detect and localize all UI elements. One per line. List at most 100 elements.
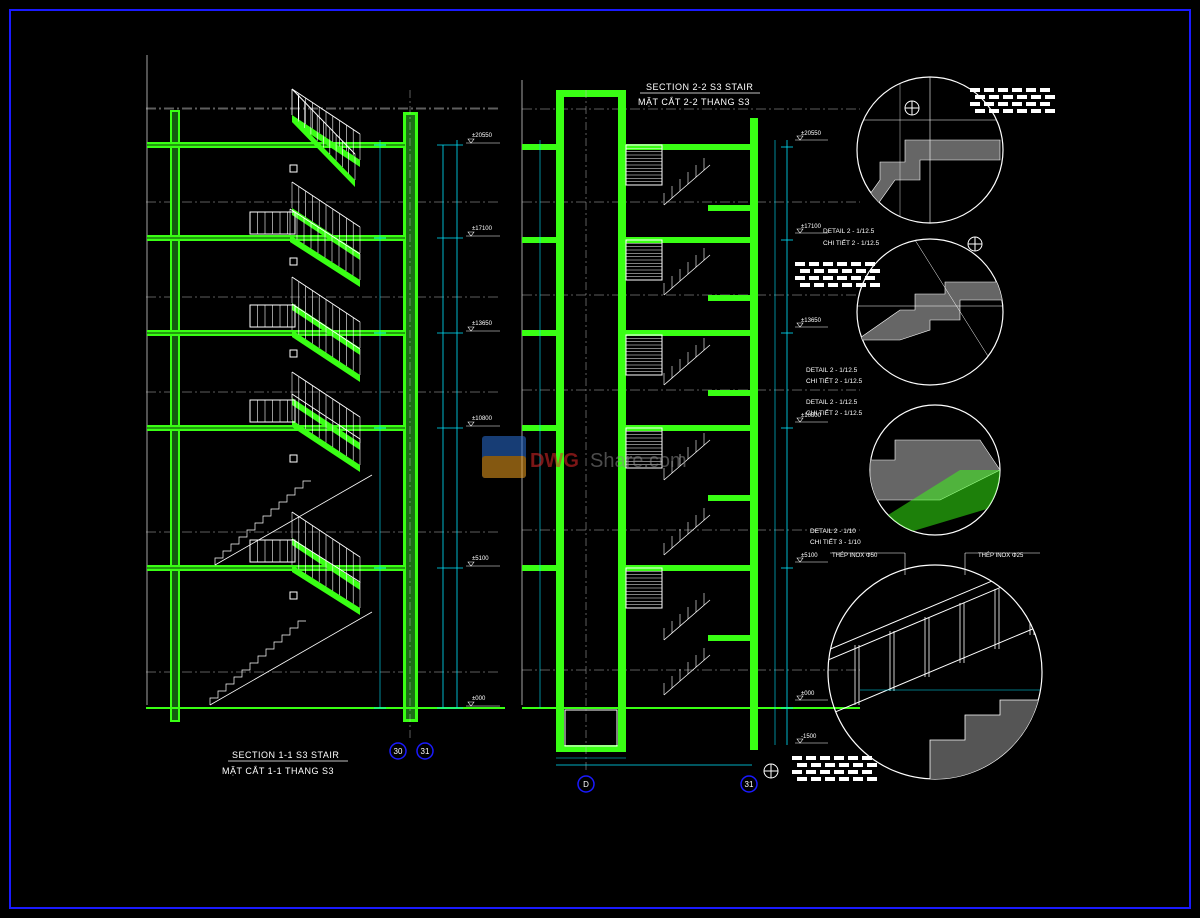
level-marker-icon xyxy=(796,322,804,328)
stair-steps xyxy=(214,480,311,565)
note-block xyxy=(825,763,835,767)
note-block xyxy=(1003,109,1013,113)
landing xyxy=(708,295,752,301)
level-marker-icon xyxy=(467,561,475,567)
note-block xyxy=(848,770,858,774)
stair-flight xyxy=(292,565,360,615)
detail-4-steps xyxy=(899,699,1042,779)
note-block xyxy=(1017,95,1027,99)
section-1-subtitle: MẶT CẮT 1-1 THANG S3 xyxy=(222,766,334,776)
level-marker-icon xyxy=(796,695,804,701)
note-block xyxy=(970,102,980,106)
note-block xyxy=(814,283,824,287)
stair-flight xyxy=(292,420,360,472)
note-block xyxy=(989,95,999,99)
detail-circle-4 xyxy=(827,564,1043,780)
level-label: ±20550 xyxy=(472,133,493,139)
section-2-title: SECTION 2-2 S3 STAIR xyxy=(646,82,753,92)
note-block xyxy=(809,276,819,280)
note-block xyxy=(834,756,844,760)
level-label: ±13650 xyxy=(472,321,493,327)
detail-3-label: DETAIL 2 - 1/12.5 xyxy=(806,399,858,406)
level-label: ±5100 xyxy=(472,556,489,562)
note-block xyxy=(853,763,863,767)
note-block xyxy=(1026,102,1036,106)
stair-flight xyxy=(290,235,360,287)
detail-circle-2 xyxy=(856,238,1004,386)
note-block xyxy=(792,756,802,760)
note-block xyxy=(806,756,816,760)
axis-bubble-30: 30 xyxy=(389,742,407,760)
note-block xyxy=(862,756,872,760)
note-block xyxy=(820,756,830,760)
note-block xyxy=(797,763,807,767)
axis-bubble-31b: 31 xyxy=(740,775,758,793)
note-block xyxy=(856,269,866,273)
note-block xyxy=(998,102,1008,106)
watermark-brand-b: Share.com xyxy=(590,450,687,472)
detail-1-label: DETAIL 2 - 1/12.5 xyxy=(823,228,875,235)
note-block xyxy=(842,269,852,273)
level-marker-icon xyxy=(796,557,804,563)
stair-flight xyxy=(292,330,360,382)
note-block xyxy=(811,777,821,781)
note-block xyxy=(842,283,852,287)
detail-2-label: DETAIL 2 - 1/12.5 xyxy=(806,367,858,374)
note-block xyxy=(825,777,835,781)
lift-shaft xyxy=(556,90,626,752)
details-group xyxy=(792,76,1055,781)
level-label: ±13650 xyxy=(801,318,822,324)
note-block xyxy=(862,770,872,774)
note-block xyxy=(975,109,985,113)
note-block xyxy=(820,770,830,774)
level-marker-icon xyxy=(796,135,804,141)
section-2-wall xyxy=(750,118,758,750)
note-block xyxy=(809,262,819,266)
level-marker-icon xyxy=(467,421,475,427)
handrail-label-left: THÉP INOX Φ50 xyxy=(832,552,878,559)
note-block xyxy=(867,763,877,767)
note-block xyxy=(1045,95,1055,99)
note-block xyxy=(800,283,810,287)
detail-circle-3 xyxy=(869,404,1001,536)
note-block xyxy=(828,269,838,273)
landing xyxy=(708,390,752,396)
detail-2-sublabel: CHI TIẾT 2 - 1/12.5 xyxy=(806,375,863,385)
watermark-brand-a: DWG xyxy=(530,450,579,472)
note-block xyxy=(1031,95,1041,99)
note-block xyxy=(975,95,985,99)
note-block xyxy=(837,276,847,280)
axis-bubble-31: 31 xyxy=(416,742,434,760)
note-block xyxy=(984,102,994,106)
note-block xyxy=(823,276,833,280)
note-block xyxy=(848,756,858,760)
stair-flight xyxy=(292,115,360,167)
floor-slab xyxy=(624,425,752,431)
detail-3-sublabel: CHI TIẾT 2 - 1/12.5 xyxy=(806,407,863,417)
svg-text:31: 31 xyxy=(421,747,430,756)
note-block xyxy=(851,262,861,266)
note-block xyxy=(867,777,877,781)
level-marker-icon xyxy=(796,417,804,423)
note-block xyxy=(1017,109,1027,113)
level-marker-icon xyxy=(796,738,804,744)
note-block xyxy=(851,276,861,280)
section-1-1-drawing: ±20550±17100±13650±10800±5100±000 xyxy=(146,55,505,740)
note-block xyxy=(814,269,824,273)
level-label: ±10800 xyxy=(801,413,822,419)
landing xyxy=(708,635,752,641)
section-2-subtitle: MẶT CẮT 2-2 THANG S3 xyxy=(638,97,750,107)
note-block xyxy=(1031,109,1041,113)
north-symbol-icon xyxy=(967,236,983,252)
dwgshare-logo-icon xyxy=(482,436,526,478)
note-block xyxy=(1040,88,1050,92)
level-marker-icon xyxy=(467,231,475,237)
level-label: ±10800 xyxy=(472,416,493,422)
note-block xyxy=(1040,102,1050,106)
note-block xyxy=(828,283,838,287)
note-block xyxy=(811,763,821,767)
level-label: ±5100 xyxy=(801,553,818,559)
stair-steps xyxy=(209,620,306,705)
